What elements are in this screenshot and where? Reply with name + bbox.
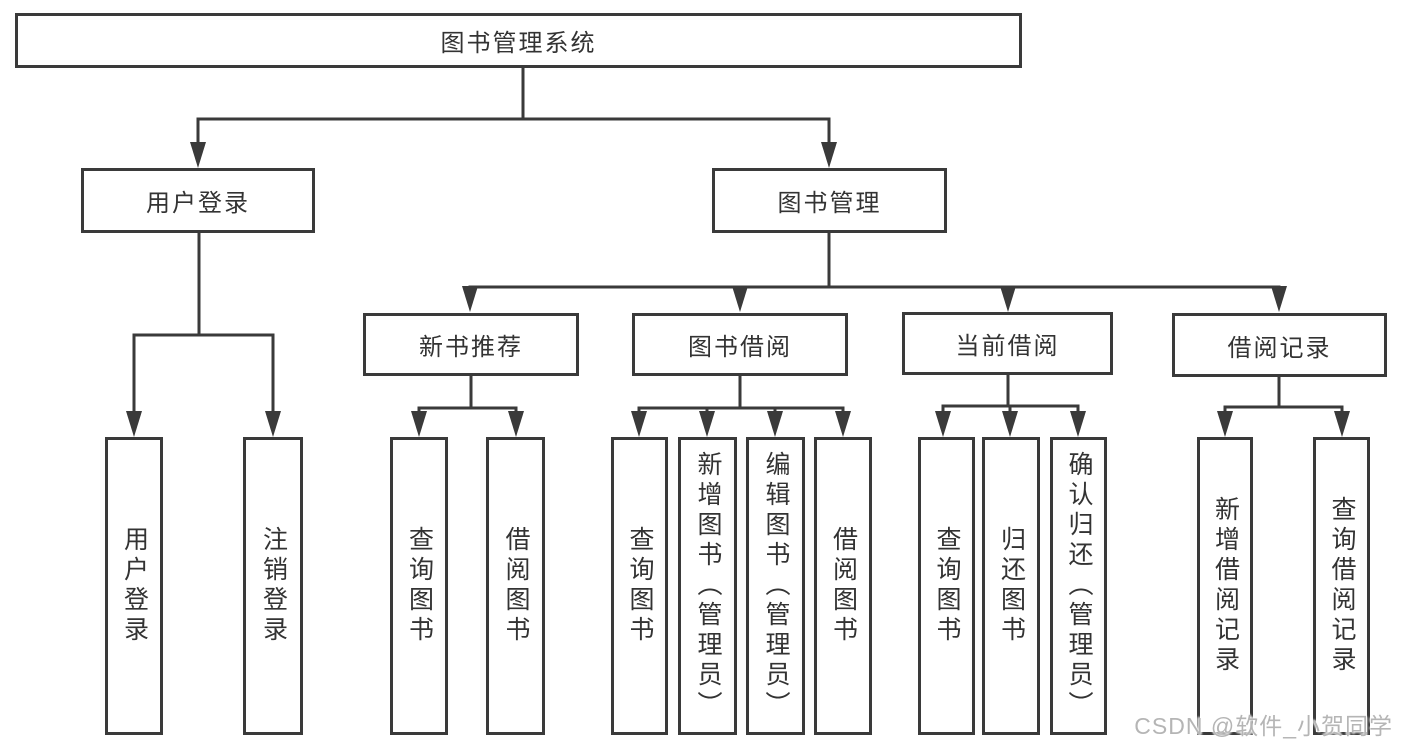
node-label: 查询图书 <box>405 526 434 646</box>
node-label: 借阅图书 <box>502 526 530 646</box>
node-label: 注销登录 <box>259 526 288 646</box>
leaf-query-borrow-record: 查询借阅记录 <box>1313 437 1370 735</box>
leaf-borrow-books-1: 借阅图书 <box>486 437 545 735</box>
node-book-borrow: 图书借阅 <box>632 313 848 376</box>
node-label: 图书管理 <box>777 190 882 217</box>
node-user-login: 用户登录 <box>81 168 315 233</box>
node-label: 借阅记录 <box>1227 334 1332 362</box>
node-label: 新增图书（管理员） <box>694 451 722 721</box>
leaf-add-borrow-record: 新增借阅记录 <box>1197 437 1253 735</box>
node-new-book-recommend: 新书推荐 <box>363 313 579 376</box>
arrowhead-icons <box>126 142 1350 437</box>
csdn-watermark: CSDN @软件_小贺同学 <box>1134 713 1393 739</box>
node-label: 确认归还（管理员） <box>1065 451 1093 721</box>
node-label: 图书管理系统 <box>440 30 597 57</box>
leaf-return-books: 归还图书 <box>982 437 1040 735</box>
node-label: 查询图书 <box>933 526 961 646</box>
node-root-library-management-system: 图书管理系统 <box>15 13 1022 68</box>
leaf-query-books-1: 查询图书 <box>390 437 448 735</box>
node-label: 图书借阅 <box>688 334 792 361</box>
leaf-user-login: 用户登录 <box>105 437 163 735</box>
node-label: 查询图书 <box>626 526 654 646</box>
node-book-management: 图书管理 <box>712 168 947 233</box>
node-label: 用户登录 <box>146 190 250 217</box>
node-borrow-records: 借阅记录 <box>1172 313 1387 377</box>
node-label: 归还图书 <box>997 526 1026 646</box>
node-label: 用户登录 <box>120 526 149 646</box>
node-current-borrow: 当前借阅 <box>902 312 1113 375</box>
node-label: 新增借阅记录 <box>1211 496 1240 676</box>
node-label: 当前借阅 <box>955 333 1060 360</box>
leaf-add-books-admin: 新增图书（管理员） <box>678 437 737 735</box>
node-label: 借阅图书 <box>829 526 858 646</box>
leaf-logout: 注销登录 <box>243 437 303 735</box>
leaf-confirm-return-admin: 确认归还（管理员） <box>1050 437 1107 735</box>
leaf-query-books-2: 查询图书 <box>611 437 668 735</box>
node-label: 新书推荐 <box>419 334 523 361</box>
leaf-edit-books-admin: 编辑图书（管理员） <box>746 437 805 735</box>
node-label: 查询借阅记录 <box>1328 496 1356 676</box>
leaf-query-books-3: 查询图书 <box>918 437 975 735</box>
node-label: 编辑图书（管理员） <box>762 451 790 721</box>
leaf-borrow-books-2: 借阅图书 <box>814 437 872 735</box>
